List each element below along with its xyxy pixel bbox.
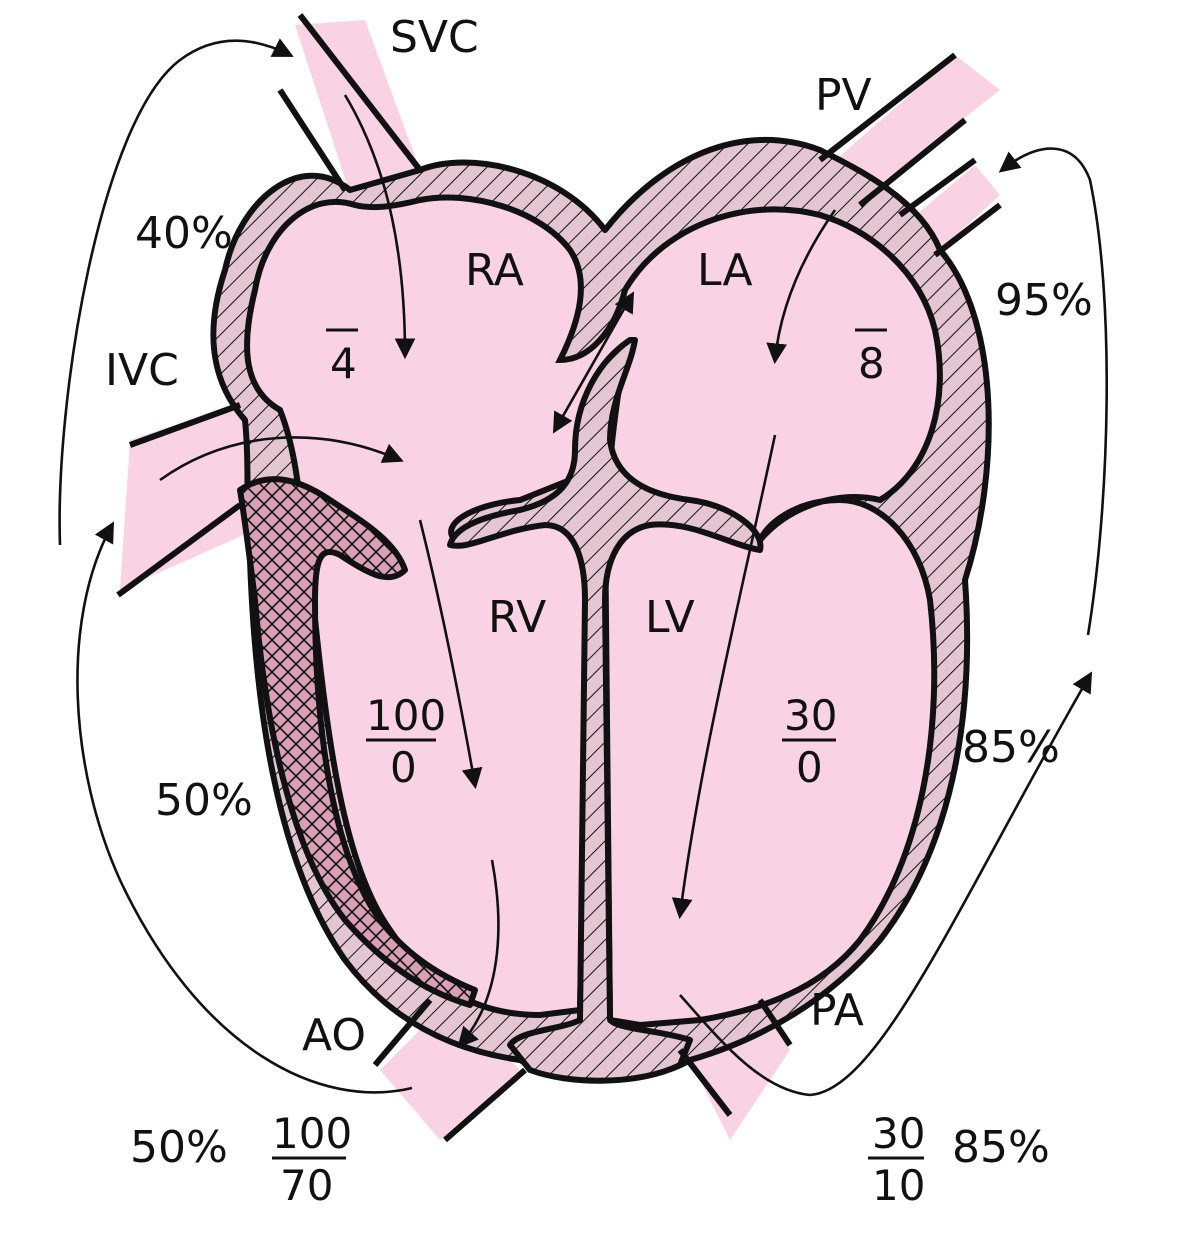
pa-wall-left [677, 1048, 733, 1117]
pa-label: PA [810, 985, 864, 1036]
atrial-shunt-arrow [552, 291, 635, 434]
pv-lumen [830, 55, 1000, 200]
lv-systolic-pressure: 30 [784, 691, 837, 740]
svc-wall-right [297, 13, 423, 172]
pulmonary-return-loop-arrow [998, 147, 1109, 636]
rv-hypertrophy [237, 476, 478, 1008]
la-to-lv-arrow [671, 434, 777, 920]
ivc-label: IVC [105, 345, 179, 396]
ivc-to-ra-arrow [159, 436, 404, 482]
ra-to-rv-arrow [418, 519, 483, 790]
ra-label: RA [465, 245, 524, 296]
ao-saturation: 50% [130, 1122, 228, 1173]
pa-wall-right [757, 998, 793, 1047]
ao-wall-left [372, 998, 433, 1067]
lv-to-pa-arrow [679, 994, 811, 1097]
pv2-lumen [910, 165, 1000, 250]
ao-systolic-pressure: 100 [272, 1109, 352, 1158]
rv-label: RV [488, 592, 546, 643]
pv2-wall-bottom [933, 202, 1002, 258]
ivc-wall-top [128, 402, 242, 448]
pv2-wall-top [898, 157, 977, 218]
systemic-return-loop-arrow [58, 38, 294, 546]
pa-systolic-pressure: 30 [872, 1109, 925, 1158]
pa-return-saturation: 85% [962, 722, 1060, 773]
ivc-return-saturation: 50% [155, 775, 253, 826]
ao-to-ivc-loop-arrow [76, 521, 413, 1094]
blood-space [244, 194, 943, 1029]
ao-diastolic-pressure: 70 [280, 1161, 333, 1210]
rv-to-ao-arrow [457, 859, 500, 1049]
pv-to-la-arrow [766, 209, 837, 365]
svc-label: SVC [390, 12, 479, 63]
la-mean-pressure: 8 [858, 339, 885, 388]
ivc-wall-bottom [116, 502, 242, 598]
ao-wall-right [443, 1067, 527, 1143]
rv-systolic-pressure: 100 [366, 691, 446, 740]
pv-label: PV [815, 70, 872, 121]
pa-diastolic-pressure: 10 [872, 1161, 925, 1210]
rv-diastolic-pressure: 0 [390, 743, 417, 792]
lv-diastolic-pressure: 0 [796, 743, 823, 792]
svc-lumen [295, 20, 420, 200]
svc-wall-left [277, 88, 348, 192]
la-label: LA [697, 245, 753, 296]
pv-wall-bottom [858, 117, 967, 208]
lv-label: LV [645, 592, 695, 643]
svc-saturation: 40% [135, 208, 233, 259]
pa-return-loop-arrow [809, 671, 1093, 1097]
ra-mean-pressure: 4 [330, 339, 357, 388]
pv-wall-top [818, 52, 957, 163]
ao-label: AO [302, 1010, 366, 1061]
pa-saturation: 85% [952, 1122, 1050, 1173]
septum [447, 337, 764, 1084]
svc-to-ra-arrow [343, 94, 416, 360]
pv-saturation: 95% [995, 275, 1093, 326]
